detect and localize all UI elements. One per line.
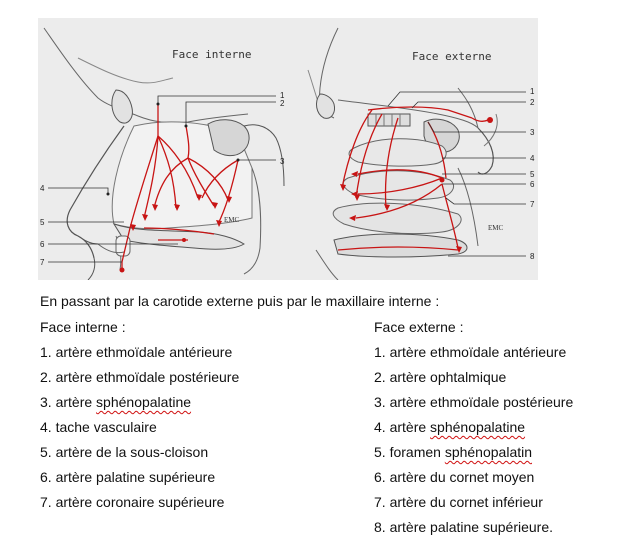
left-callout-7: 7	[40, 258, 45, 267]
right-callout-8: 8	[530, 252, 535, 261]
list-item: 7. artère coronaire supérieure	[40, 494, 225, 510]
list-item: 1. artère ethmoïdale antérieure	[40, 344, 233, 360]
list-item: 5. artère de la sous-cloison	[40, 444, 209, 460]
face-interne-title: Face interne :	[40, 319, 126, 335]
right-callout-1: 1	[530, 87, 535, 96]
left-artery-arrowheads	[119, 194, 232, 273]
left-callout-2: 2	[280, 99, 285, 108]
right-anatomy-drawing	[307, 27, 498, 280]
list-item: 5. foramen sphénopalatin	[374, 444, 533, 460]
left-callout-6: 6	[40, 240, 45, 249]
right-callout-6: 6	[530, 180, 535, 189]
list-item: 4. tache vasculaire	[40, 419, 157, 435]
right-callout-7: 7	[530, 200, 535, 209]
left-leader-lines	[48, 95, 276, 263]
list-item: 7. artère du cornet inférieur	[374, 494, 543, 510]
spellcheck-underline: sphénopalatine	[430, 419, 526, 435]
face-interne-list: Face interne : 1. artère ethmoïdale anté…	[40, 318, 239, 518]
left-callout-4: 4	[40, 184, 45, 193]
right-watermark: EMC	[488, 224, 504, 232]
list-item: 8. artère palatine supérieure.	[374, 519, 554, 535]
left-leader-dots	[106, 102, 240, 196]
right-callout-5: 5	[530, 170, 535, 179]
spellcheck-underline: sphénopalatin	[444, 444, 533, 460]
list-item: 3. artère ethmoïdale postérieure	[374, 394, 574, 410]
left-arteries	[121, 104, 239, 272]
list-item: 3. artère sphénopalatine	[40, 394, 192, 410]
right-artery-arrowheads	[340, 117, 493, 253]
right-leader-lines	[387, 91, 526, 257]
right-callout-4: 4	[530, 154, 535, 163]
right-panel-title: Face externe	[412, 50, 491, 63]
anatomy-illustration: 1 2 3 4 5 6 7 Face interne EMC	[40, 27, 535, 280]
list-item: 2. artère ethmoïdale postérieure	[40, 369, 240, 385]
right-callout-2: 2	[530, 98, 535, 107]
left-watermark: EMC	[224, 216, 240, 224]
list-item: 6. artère du cornet moyen	[374, 469, 535, 485]
right-callout-3: 3	[530, 128, 535, 137]
right-arteries	[337, 106, 489, 251]
left-callout-3: 3	[280, 157, 285, 166]
list-item: 6. artère palatine supérieure	[40, 469, 216, 485]
left-callout-1: 1	[280, 91, 285, 100]
face-externe-title: Face externe :	[374, 319, 464, 335]
left-panel-title: Face interne	[172, 48, 251, 61]
list-item: 4. artère sphénopalatine	[374, 419, 526, 435]
face-externe-list: Face externe : 1. artère ethmoïdale anté…	[374, 318, 573, 543]
anatomy-figure: 1 2 3 4 5 6 7 Face interne EMC	[38, 18, 538, 280]
list-item: 1. artère ethmoïdale antérieure	[374, 344, 567, 360]
left-callout-5: 5	[40, 218, 45, 227]
legend-caption: En passant par la carotide externe puis …	[40, 293, 440, 309]
list-item: 2. artère ophtalmique	[374, 369, 507, 385]
left-anatomy-drawing	[43, 27, 285, 280]
spellcheck-underline: sphénopalatine	[96, 394, 192, 410]
